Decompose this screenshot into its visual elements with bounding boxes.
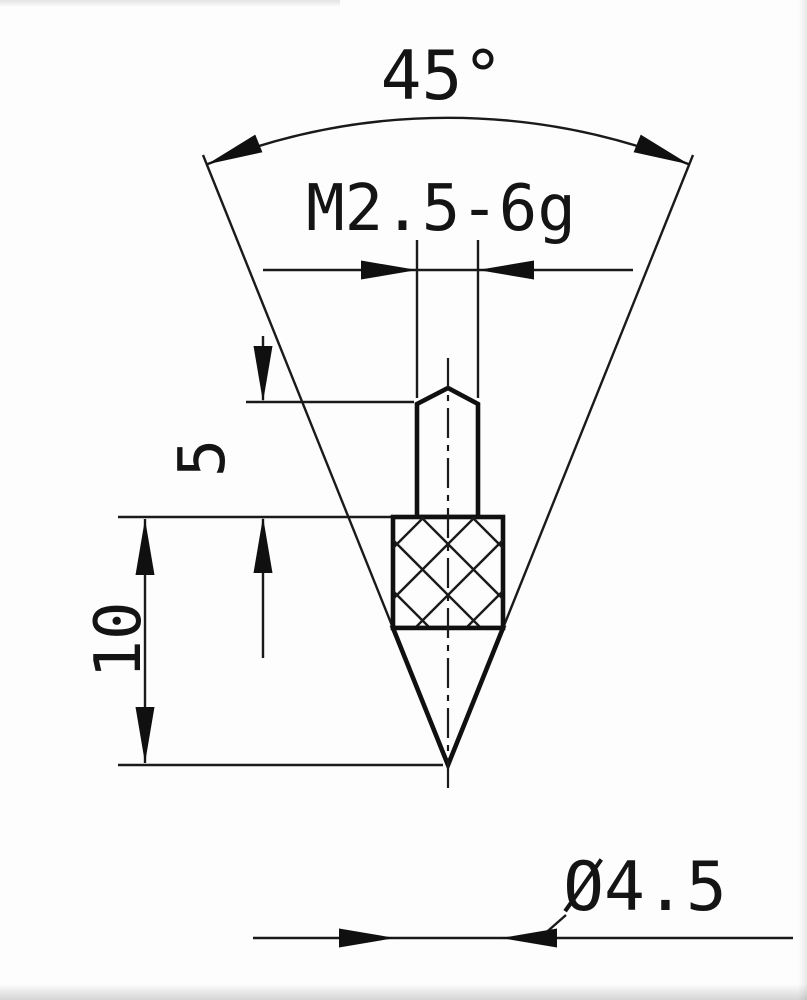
thread-spec-label: M2.5-6g	[306, 172, 576, 246]
scan-shadow-bottom	[0, 984, 807, 1000]
angle-arrowhead-left	[203, 134, 263, 174]
body-length-dimension-label: 10	[82, 601, 156, 678]
angle-dimension-label: 45°	[381, 37, 504, 116]
knurl-hatch-line	[413, 538, 503, 628]
diameter-dimension-label: Ø4.5	[563, 848, 727, 927]
angle-dimension-arc	[206, 116, 690, 166]
stem-length-dimension-label: 5	[166, 439, 240, 478]
knurl-hatch-line	[393, 538, 483, 628]
dim10-arrowhead-top	[135, 519, 155, 575]
angle-arrowhead-right	[633, 134, 693, 174]
scan-smudge-top	[0, 0, 340, 7]
knurl-hatching	[393, 517, 503, 628]
thread-arrowhead-left	[361, 260, 417, 280]
dim10-arrowhead-bottom	[135, 707, 155, 763]
knurl-hatch-line	[393, 517, 477, 601]
dim5-arrowhead-top	[253, 346, 273, 402]
scan-shadow-right	[798, 0, 807, 1000]
diameter-arrowhead-right	[501, 928, 557, 948]
thread-arrowhead-right	[478, 260, 534, 280]
diameter-arrowhead-left	[339, 928, 395, 948]
dim5-arrowhead-bottom	[253, 517, 273, 573]
knurl-hatch-line	[419, 517, 503, 601]
